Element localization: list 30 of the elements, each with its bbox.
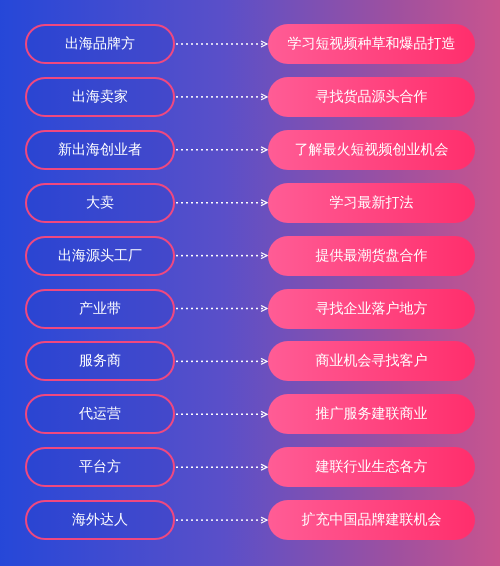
dotted-arrow: [176, 252, 268, 260]
dotted-arrow: [176, 410, 268, 418]
goal-pill: 商业机会寻找客户: [268, 341, 475, 382]
goal-pill: 推广服务建联商业: [268, 394, 475, 434]
role-pill: 出海卖家: [25, 76, 175, 117]
dotted-arrow: [176, 199, 268, 206]
goal-pill: 学习短视频种草和爆品打造: [268, 24, 475, 64]
dotted-arrow: [176, 304, 268, 312]
dotted-arrow: [176, 358, 268, 365]
role-pill: 出海品牌方: [25, 24, 175, 64]
dotted-arrow: [176, 93, 268, 100]
dotted-arrow: [176, 40, 268, 48]
goal-pill: 寻找企业落户地方: [268, 288, 475, 328]
role-pill: 新出海创业者: [25, 130, 175, 170]
goal-pill: 扩充中国品牌建联机会: [268, 500, 475, 540]
role-pill: 代运营: [25, 394, 175, 434]
goal-pill: 寻找货品源头合作: [268, 76, 475, 117]
goal-pill: 了解最火短视频创业机会: [268, 130, 475, 170]
role-pill: 平台方: [25, 447, 175, 488]
dotted-arrow: [176, 464, 268, 471]
role-pill: 服务商: [25, 341, 175, 382]
goal-pill: 建联行业生态各方: [268, 447, 475, 488]
goal-pill: 提供最潮货盘合作: [268, 236, 475, 276]
dotted-arrow: [176, 516, 268, 524]
role-pill: 大卖: [25, 182, 175, 223]
goal-pill: 学习最新打法: [268, 182, 475, 223]
role-pill: 产业带: [25, 288, 175, 328]
role-pill: 出海源头工厂: [25, 236, 175, 276]
dotted-arrow: [176, 146, 268, 154]
role-pill: 海外达人: [25, 500, 175, 540]
